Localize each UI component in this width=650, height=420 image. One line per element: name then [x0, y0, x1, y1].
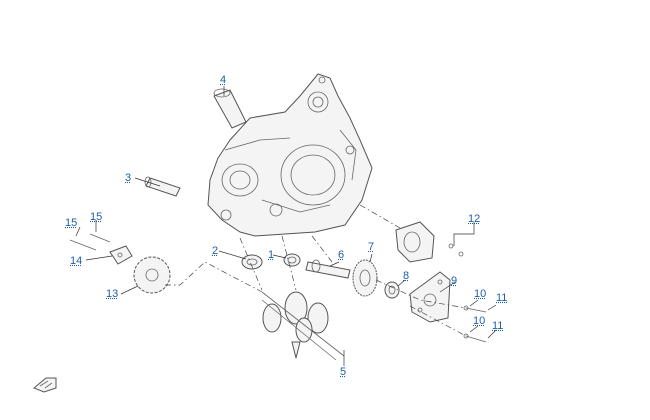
callout-8[interactable]: 8: [403, 270, 409, 282]
callout-2[interactable]: 2: [212, 245, 218, 257]
plate-9: [410, 272, 450, 322]
washer-8: [385, 282, 399, 298]
callout-11-lower[interactable]: 11: [492, 320, 503, 332]
callout-5[interactable]: 5: [340, 366, 346, 378]
dowel-pin-3: [145, 177, 180, 196]
callout-12[interactable]: 12: [468, 213, 480, 225]
callout-15-right[interactable]: 15: [90, 211, 102, 223]
sprocket-13: [134, 257, 170, 293]
transmission-gears-5: [262, 292, 344, 360]
bearing-1: [284, 254, 300, 266]
callout-15-left[interactable]: 15: [65, 217, 77, 229]
callout-1[interactable]: 1: [268, 249, 274, 261]
gear-7: [353, 260, 377, 296]
bolts-15: [70, 234, 110, 250]
front-arrow-icon: [34, 378, 56, 392]
callout-10-upper[interactable]: 10: [474, 288, 486, 300]
dowel-pin-4: [214, 89, 246, 128]
shaft-6: [306, 260, 350, 278]
callout-14[interactable]: 14: [70, 255, 82, 267]
callout-11-upper[interactable]: 11: [496, 292, 507, 304]
callout-3[interactable]: 3: [125, 172, 131, 184]
callout-6[interactable]: 6: [338, 249, 344, 261]
callout-13[interactable]: 13: [106, 288, 118, 300]
callout-7[interactable]: 7: [368, 241, 374, 253]
callout-4[interactable]: 4: [220, 74, 226, 86]
retainer-14: [110, 246, 132, 264]
callout-9[interactable]: 9: [451, 275, 457, 287]
cover-12: [396, 222, 463, 262]
callout-10-lower[interactable]: 10: [473, 315, 485, 327]
